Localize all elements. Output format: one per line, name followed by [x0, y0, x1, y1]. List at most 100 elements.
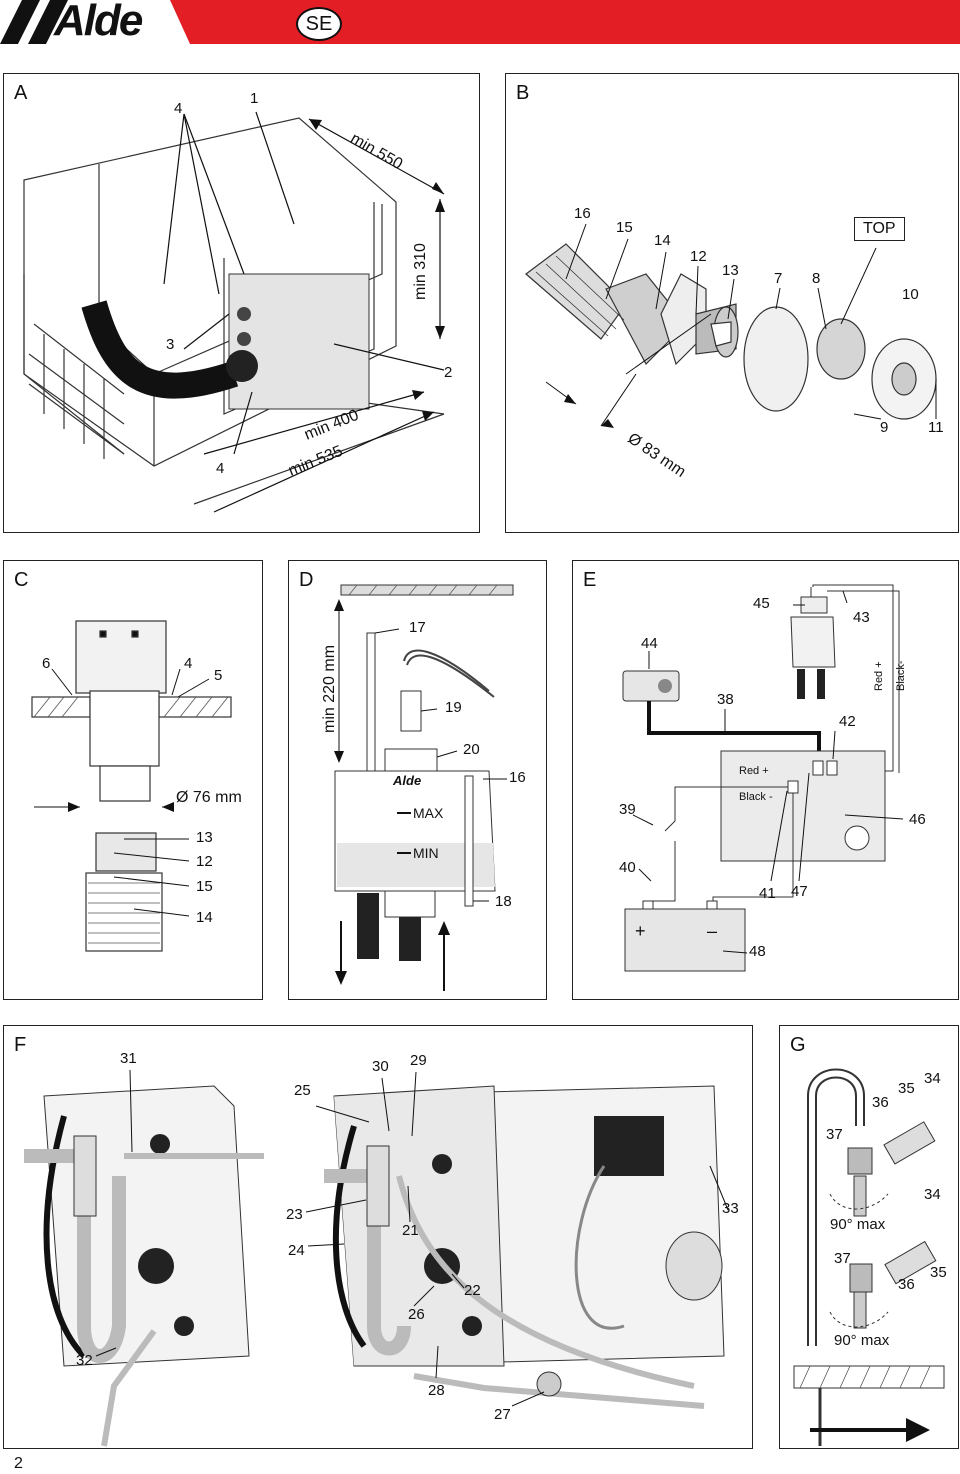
callout-b-16: 16 [574, 205, 591, 222]
page-number: 2 [14, 1455, 23, 1472]
panel-label-g: G [790, 1034, 806, 1056]
callout-f-28: 28 [428, 1382, 445, 1399]
panel-label-e: E [583, 569, 597, 591]
callout-b-11: 11 [928, 419, 944, 436]
callout-d-20: 20 [463, 741, 480, 758]
callout-e-43: 43 [853, 609, 870, 626]
callout-c-5: 5 [214, 667, 223, 684]
battery-plus: + [635, 921, 646, 941]
callout-e-40: 40 [619, 859, 636, 876]
panel-label-a: A [14, 82, 28, 104]
installation-box-illustration [23, 111, 445, 513]
top-marker: TOP [854, 217, 905, 241]
wire-label-red-vertical: Red + [873, 661, 885, 691]
panel-f: F 31 25 30 29 23 21 33 24 22 26 32 28 27 [3, 1025, 753, 1449]
wiring-diagram-illustration [622, 584, 904, 972]
callout-c-6: 6 [42, 655, 51, 672]
tank-min-label: MIN [413, 845, 439, 861]
callout-g-37b: 37 [834, 1250, 851, 1267]
callout-b-10: 10 [902, 286, 919, 303]
callout-f-23: 23 [286, 1206, 303, 1223]
wire-label-black-vertical: Black- [895, 660, 907, 691]
callout-c-12: 12 [196, 853, 213, 870]
callout-d-17: 17 [409, 619, 426, 636]
angle-label-2: 90° max [834, 1332, 890, 1349]
callout-f-27: 27 [494, 1406, 511, 1423]
callout-c-13: 13 [196, 829, 213, 846]
callout-b-15: 15 [616, 219, 633, 236]
callout-e-48: 48 [749, 943, 766, 960]
callout-f-29: 29 [410, 1052, 427, 1069]
callout-a-5: 4 [216, 460, 225, 477]
brand-logo: Alde [54, 0, 143, 45]
expansion-tank-illustration [334, 584, 514, 991]
callout-e-44: 44 [641, 635, 658, 652]
panel-d: D min 220 mm 17 19 20 16 Alde MAX MIN 18 [288, 560, 547, 1000]
callout-f-21: 21 [402, 1222, 419, 1239]
roof-cowl-illustration [31, 620, 232, 952]
callout-f-30: 30 [372, 1058, 389, 1075]
callout-a-4: 2 [444, 364, 453, 381]
dim-min-310: min 310 [412, 243, 429, 300]
callout-e-39: 39 [619, 801, 636, 818]
panel-label-b: B [516, 82, 530, 104]
drain-valve-illustration [793, 1068, 945, 1446]
callout-e-41: 41 [759, 885, 776, 902]
panel-a: A 4 1 3 2 4 min 550 min 310 min 400 min … [3, 73, 480, 533]
callout-b-7: 7 [774, 270, 783, 287]
page-header: Alde SE [0, 0, 960, 45]
panel-label-f: F [14, 1034, 27, 1056]
plumbing-connections-illustration [24, 1069, 729, 1447]
dim-76mm: Ø 76 mm [176, 789, 242, 806]
callout-g-36b: 36 [898, 1276, 915, 1293]
callout-b-8: 8 [812, 270, 821, 287]
callout-g-35b: 35 [930, 1264, 947, 1281]
battery-minus: – [707, 921, 718, 941]
callout-e-45: 45 [753, 595, 770, 612]
dim-min-220: min 220 mm [321, 644, 338, 733]
panel-b: B 16 15 14 12 13 7 8 TOP 10 9 11 Ø 83 mm [505, 73, 959, 533]
tank-logo: Alde [393, 773, 422, 788]
callout-g-35a: 35 [898, 1080, 915, 1097]
callout-f-25: 25 [294, 1082, 311, 1099]
panel-g: G 34 35 36 37 90° max 34 37 36 35 90° ma… [779, 1025, 959, 1449]
callout-f-24: 24 [288, 1242, 305, 1259]
callout-g-34b: 34 [924, 1186, 941, 1203]
wire-label-red: Red + [739, 765, 769, 777]
callout-c-15: 15 [196, 878, 213, 895]
callout-a-2: 1 [250, 90, 259, 107]
callout-f-32: 32 [76, 1352, 93, 1369]
callout-f-33: 33 [722, 1200, 739, 1217]
panel-c: C 6 4 5 Ø 76 mm 13 12 15 14 [3, 560, 263, 1000]
callout-f-31: 31 [120, 1050, 137, 1067]
callout-e-46: 46 [909, 811, 926, 828]
callout-e-38: 38 [717, 691, 734, 708]
callout-b-9: 9 [880, 419, 889, 436]
flue-assembly-illustration [525, 223, 937, 428]
callout-b-13: 13 [722, 262, 739, 279]
callout-b-14: 14 [654, 232, 671, 249]
panel-label-c: C [14, 569, 29, 591]
wire-label-black: Black - [739, 791, 773, 803]
callout-d-16: 16 [509, 769, 526, 786]
header-banner [0, 0, 960, 44]
callout-d-18: 18 [495, 893, 512, 910]
callout-g-37a: 37 [826, 1126, 843, 1143]
callout-g-34a: 34 [924, 1070, 941, 1087]
language-badge: SE [296, 7, 342, 41]
callout-c-14: 14 [196, 909, 213, 926]
angle-label-1: 90° max [830, 1216, 886, 1233]
callout-a-1: 4 [174, 100, 183, 117]
panel-label-d: D [299, 569, 314, 591]
callout-b-12: 12 [690, 248, 707, 265]
callout-g-36a: 36 [872, 1094, 889, 1111]
panel-e: E 45 43 44 38 42 Red + Black- Red + Blac… [572, 560, 959, 1000]
callout-a-3: 3 [166, 336, 175, 353]
tank-max-label: MAX [413, 805, 444, 821]
callout-f-26: 26 [408, 1306, 425, 1323]
callout-e-47: 47 [791, 883, 808, 900]
callout-c-4: 4 [184, 655, 193, 672]
callout-e-42: 42 [839, 713, 856, 730]
callout-f-22: 22 [464, 1282, 481, 1299]
callout-d-19: 19 [445, 699, 462, 716]
